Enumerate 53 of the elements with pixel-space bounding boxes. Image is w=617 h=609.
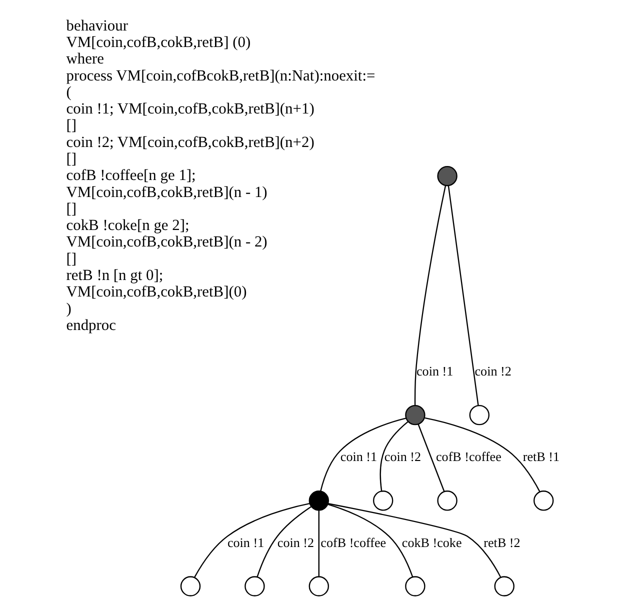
node-circle <box>437 166 458 186</box>
label: behaviour <box>66 17 128 34</box>
node-circle <box>308 576 330 596</box>
edge-label: cokB !coke <box>402 534 462 550</box>
edge-label: retB !1 <box>522 449 560 464</box>
label: [] <box>66 150 77 168</box>
edge-label: cofB !coffee <box>436 449 502 464</box>
connector <box>380 421 408 492</box>
node-circle <box>405 404 426 426</box>
label: process VM[coin,cofBcokB,retB](n:Nat):noexit:= <box>66 67 376 84</box>
label: VM[coin,cofB,cokB,retB](n - 2) <box>66 234 268 251</box>
edge-label: cofB !coffee <box>320 534 386 550</box>
connector <box>320 418 406 492</box>
node-circle <box>405 576 426 596</box>
node-circle <box>437 490 458 511</box>
node-circle <box>308 490 330 511</box>
edge-label: retB !2 <box>484 534 520 550</box>
edge-label: coin !2 <box>384 449 422 464</box>
label: ( <box>66 84 72 101</box>
connector <box>418 424 445 492</box>
edge-label: coin !2 <box>277 534 314 550</box>
label: VM[coin,cofB,cokB,retB](0) <box>66 284 247 301</box>
label: VM[coin,cofB,cokB,retB] (0) <box>66 34 251 51</box>
connector <box>448 186 479 406</box>
label: coin !2; VM[coin,cofB,cokB,retB](n+2) <box>66 134 314 151</box>
node-circle <box>534 490 554 511</box>
label: endproc <box>66 316 116 334</box>
label: [] <box>66 250 77 268</box>
node-circle <box>494 576 514 596</box>
label: cofB !coffee[n ge 1]; <box>66 167 196 184</box>
connector <box>424 417 540 492</box>
connector <box>194 503 310 578</box>
node-circle <box>373 490 394 511</box>
label: coin !1; VM[coin,cofB,cokB,retB](n+1) <box>66 100 314 118</box>
connector <box>328 504 414 578</box>
label: where <box>66 50 104 68</box>
label: [] <box>66 117 77 134</box>
node-circle <box>180 576 201 596</box>
label: cokB !coke[n ge 2]; <box>66 217 190 234</box>
label: ) <box>66 300 72 318</box>
connector <box>256 506 312 578</box>
edge-label: coin !1 <box>340 449 378 464</box>
connector <box>318 510 320 576</box>
node-circle <box>469 404 490 426</box>
node-circle <box>244 576 265 596</box>
connector <box>328 503 502 578</box>
connector <box>414 185 446 406</box>
label: VM[coin,cofB,cokB,retB](n - 1) <box>66 184 268 201</box>
edge-label: coin !1 <box>227 534 264 550</box>
label: retB !n [n gt 0]; <box>66 267 164 284</box>
edge-label: coin !1 <box>416 364 454 379</box>
label: [] <box>66 200 77 218</box>
edge-label: coin !2 <box>474 364 512 379</box>
